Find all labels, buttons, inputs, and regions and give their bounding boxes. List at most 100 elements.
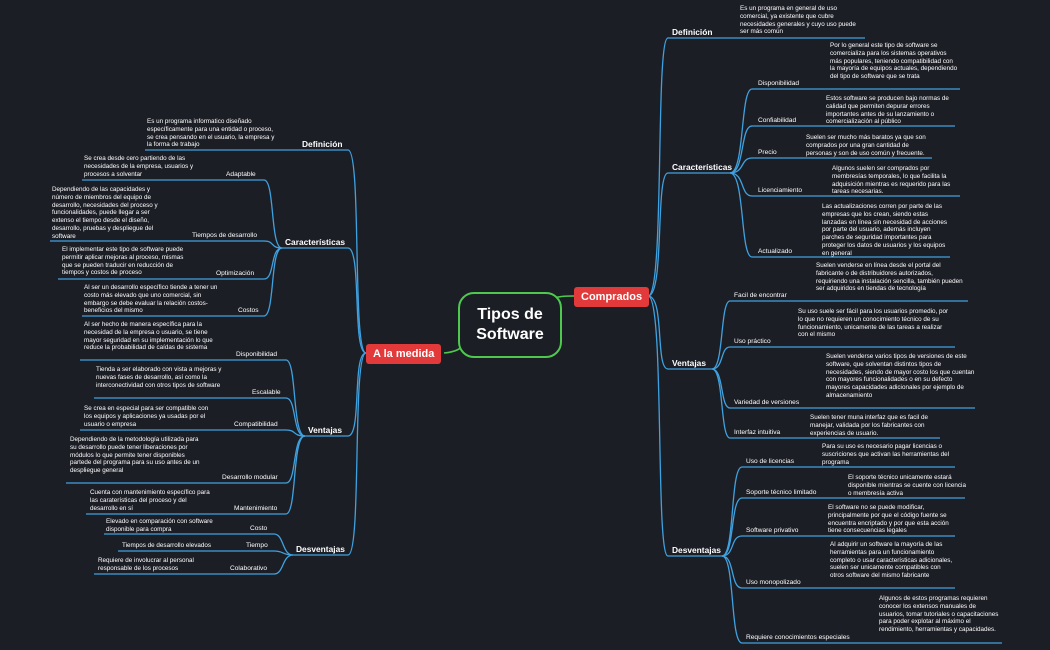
connector-rv-4 [711,368,940,439]
rd-text-3: El software no se puede modificar, princ… [828,504,949,535]
rd-label-5[interactable]: Requiere conocimientos especiales [746,634,850,641]
left-section-definicion[interactable]: Definición [302,139,343,149]
rv-label-2[interactable]: Uso práctico [734,338,771,345]
connector-lc-3 [58,247,283,280]
rd-text-4: Al adquirir un software la mayoría de la… [830,541,953,580]
connector-right-des [647,295,722,557]
rc-text-2: Estos software se producen bajo normas d… [826,95,949,126]
center-title: Tipos de Software [476,306,544,343]
right-section-ventajas[interactable]: Ventajas [672,358,706,368]
lv-label-3[interactable]: Compatibilidad [234,421,278,428]
rc-text-1: Por lo general este tipo de software se … [830,42,958,81]
lc-text-4: Al ser un desarrollo específico tiende a… [84,284,218,315]
rv-text-4: Suelen tener muna interfaz que es facil … [810,414,928,437]
connector-left-def [300,149,367,354]
rc-label-4[interactable]: Licenciamiento [758,187,802,194]
lv-text-4: Dependiendo de la metodología utilizada … [70,436,200,475]
rc-label-3[interactable]: Precio [758,149,777,156]
rc-label-5[interactable]: Actualizado [758,248,793,255]
right-section-desventajas[interactable]: Desventajas [672,545,721,555]
connector-rc-1 [729,88,960,174]
connector-left-des [293,352,367,556]
connector-rc-4 [729,172,960,197]
connector-rd-4 [721,555,955,589]
rd-label-2[interactable]: Soporte técnico limitado [746,489,817,496]
lc-text-1: Se crea desde cero partiendo de las nece… [84,155,194,178]
ld-label-2[interactable]: Tiempo [246,542,268,549]
main-node-a-la-medida[interactable]: A la medida [366,344,442,364]
lv-label-2[interactable]: Escalable [252,389,281,396]
rd-label-1[interactable]: Uso de licencias [746,458,795,465]
ld-text-2: Tiempos de desarrollo elevados [122,542,212,549]
connector-lv-1 [80,359,306,437]
rc-text-5: Las actualizaciones corren por parte de … [822,203,947,257]
connector-ld-1 [104,533,294,556]
rd-label-3[interactable]: Software privativo [746,527,799,534]
rv-label-4[interactable]: Interfaz intuitiva [734,429,781,436]
connector-lc-4 [82,247,283,317]
connector-rd-2 [721,497,965,557]
connector-rv-3 [711,368,975,409]
ld-label-3[interactable]: Colaborativo [230,565,268,572]
rv-text-2: Su uso suele ser fácil para los usuarios… [798,308,949,339]
connector-lv-3 [80,429,306,437]
connector-rd-3 [721,535,955,557]
connector-lv-4 [66,435,306,484]
connector-left-ven [305,352,367,437]
connector-rv-2 [711,346,955,370]
lv-label-1[interactable]: Disponibilidad [236,351,278,358]
ld-label-1[interactable]: Costo [250,525,268,532]
connector-ld-2 [118,550,294,556]
rc-label-1[interactable]: Disponibilidad [758,80,800,87]
lv-label-5[interactable]: Mantenimiento [234,505,278,512]
connector-rc-2 [729,125,955,174]
lc-text-3: El implementar este tipo de software pue… [62,246,184,277]
right-section-caracteristicas[interactable]: Características [672,162,733,172]
lc-label-2[interactable]: Tiempos de desarrollo [192,232,257,239]
rd-label-4[interactable]: Uso monopolizado [746,579,801,586]
connector-rd-5 [721,555,1002,644]
rc-text-4: Algunos suelen ser comprados por membres… [832,165,951,196]
connector-rd-1 [721,466,955,557]
center-node[interactable]: Tipos de Software [458,292,562,358]
rv-text-1: Suelen venderse en línea desde el portal… [816,262,963,293]
connector-rc-3 [729,157,932,174]
rc-label-2[interactable]: Confiabilidad [758,117,797,124]
right-section-definicion[interactable]: Definición [672,27,713,37]
connector-right-ven [647,295,712,370]
connector-lv-5 [86,435,306,515]
lv-text-2: Tienda a ser elaborado con vista a mejor… [96,366,222,389]
connector-right-car [647,172,730,297]
connector-rc-5 [729,172,950,258]
connector-left-car [282,247,367,354]
left-section-ventajas[interactable]: Ventajas [308,425,342,435]
lv-label-4[interactable]: Desarrollo modular [222,474,278,481]
ld-text-1: Elevado en comparación con software disp… [106,518,213,533]
lv-text-5: Cuenta con mantenimiento específico para… [90,489,210,512]
rv-label-1[interactable]: Facil de encontrar [734,292,787,299]
ld-text-3: Requiere de involucrar al personal respo… [98,557,194,572]
connector-lv-2 [94,397,306,437]
left-section-caracteristicas[interactable]: Características [285,237,346,247]
lc-label-1[interactable]: Adaptable [226,171,256,178]
main-node-comprados[interactable]: Comprados [574,287,650,307]
lc-text-2: Dependiendo de las capacidades y número … [52,186,158,240]
left-definicion-text: Es un programa informatico diseñado espe… [147,118,275,149]
rd-text-2: El soporte técnico unicamente estará dis… [848,474,966,497]
connector-lc-1 [82,179,283,249]
rv-label-3[interactable]: Variedad de versiones [734,399,800,406]
rd-text-1: Para su uso es necesario pagar licencias… [822,443,950,466]
connector-lc-2 [50,240,283,249]
right-definicion-text: Es un programa en general de uso comerci… [740,5,856,36]
lv-text-3: Se crea en especial para ser compatible … [84,405,209,428]
lc-label-4[interactable]: Costos [238,307,259,314]
lv-text-1: Al ser hecho de manera específica para l… [84,321,213,352]
connector-rv-1 [711,300,968,370]
lc-label-3[interactable]: Optimización [216,270,255,277]
left-section-desventajas[interactable]: Desventajas [296,544,345,554]
connector-ld-3 [94,554,294,575]
rv-text-3: Suelen venderse varios tipos de versione… [826,353,975,399]
rd-text-5: Algunos de estos programas requieren con… [879,595,999,634]
rc-text-3: Suelen ser mucho más baratos ya que son … [806,134,926,157]
